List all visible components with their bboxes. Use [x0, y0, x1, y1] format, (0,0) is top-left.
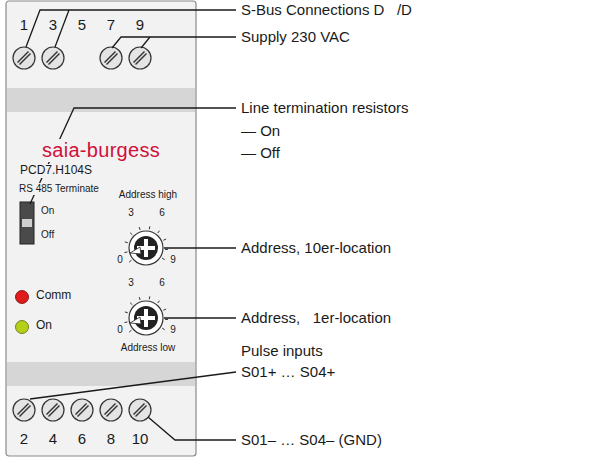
comm-led [16, 291, 29, 304]
dial-tick [149, 226, 151, 229]
terminal-screw [42, 399, 64, 421]
device-label: 3 [48, 16, 58, 33]
leader-line [164, 317, 236, 318]
housing-outline [6, 1, 196, 456]
callout-label: S01+ … S04+ [241, 363, 335, 380]
callout-label: Address, 1er-location [241, 309, 391, 326]
dial-tick [165, 249, 168, 250]
leader-line [148, 417, 236, 440]
leader-line [141, 37, 150, 48]
dial-tick [125, 241, 128, 243]
screw-slot [136, 54, 147, 65]
terminal-screw [13, 47, 35, 69]
leader-lines [26, 10, 236, 440]
dial-pointer [130, 247, 141, 254]
dial-tick [162, 328, 165, 330]
leader-line [30, 372, 236, 399]
device-housing: 1 3 5 7 9 saia-burgessPCD7.H104S RS 485 Termin… [6, 1, 196, 456]
callout-label: Pulse inputs [241, 342, 323, 359]
brand-logo: saia-burgess [41, 139, 161, 162]
device-label: 2 [19, 430, 29, 447]
screw-slot [49, 406, 60, 417]
leader-line [164, 247, 236, 248]
callout-label: — On [241, 122, 280, 139]
terminal-screws [13, 47, 151, 421]
terminal-screw [129, 47, 151, 69]
device-label: 0 [116, 254, 124, 266]
dial-tick [130, 303, 132, 305]
screw-slot [107, 54, 118, 65]
model-name: PCD7.H104S [19, 164, 93, 178]
dial-tick [163, 309, 166, 310]
dial-tick [163, 239, 166, 240]
dial-tick [129, 260, 131, 262]
device-label: 5 [77, 16, 87, 33]
terminal-screw [42, 47, 64, 69]
dial-tick [162, 258, 165, 260]
device-label: 7 [106, 16, 116, 33]
dial-tick [139, 227, 141, 230]
screw-slot [107, 406, 118, 417]
screw-slot [20, 406, 31, 417]
termination-switch [20, 202, 34, 244]
screw-slot [20, 54, 31, 65]
device-label: 9 [169, 324, 177, 336]
device-label: Address low [120, 342, 176, 354]
dial-tick [139, 297, 141, 300]
leader-line [112, 37, 236, 48]
terminal-screw [100, 399, 122, 421]
rotary-switch [129, 301, 163, 335]
device-label: RS 485 Terminate [18, 183, 100, 195]
leader-line [26, 10, 236, 47]
device-label: On [35, 319, 53, 333]
device-label: 3 [127, 207, 135, 219]
dial-tick [130, 233, 132, 235]
dial-tick [125, 311, 128, 313]
housing-band [7, 362, 195, 386]
device-label: 6 [77, 430, 87, 447]
device-label: 6 [158, 277, 166, 289]
dial-tick [149, 296, 151, 299]
dial-tick [124, 321, 127, 323]
dial-tick [158, 301, 160, 303]
terminal-screw [71, 399, 93, 421]
address-dials [124, 226, 167, 335]
device-label: 0 [116, 324, 124, 336]
device-label: 10 [131, 430, 150, 447]
device-label: 4 [48, 430, 58, 447]
screw-slot [78, 406, 89, 417]
dial-tick [165, 319, 168, 320]
callout-label: Line termination resistors [241, 99, 409, 116]
screw-slot [49, 54, 60, 65]
device-label: 9 [135, 16, 145, 33]
dial-tick [129, 330, 131, 332]
device-label: 3 [127, 277, 135, 289]
device-label: 1 [19, 16, 29, 33]
terminal-screw [129, 399, 151, 421]
callout-label: S01– … S04– (GND) [241, 431, 382, 448]
device-label: Comm [35, 289, 72, 303]
device-label: 9 [169, 254, 177, 266]
terminal-screw [100, 47, 122, 69]
callout-label: S-Bus Connections D /D [241, 1, 412, 18]
dial-tick [158, 231, 160, 233]
device-label: 6 [158, 207, 166, 219]
device-label: On [40, 205, 55, 217]
power-led [16, 321, 29, 334]
callout-label: Supply 230 VAC [241, 28, 350, 45]
screw-slot [136, 406, 147, 417]
callout-label: Address, 10er-location [241, 239, 391, 256]
device-label: Off [40, 229, 55, 241]
switch-slider [22, 219, 32, 227]
dial-tick [124, 251, 127, 253]
device-label: Address high [118, 189, 178, 201]
rotary-switch [129, 231, 163, 265]
terminal-screw [13, 399, 35, 421]
callout-label: — Off [241, 144, 280, 161]
dial-pointer [130, 317, 141, 324]
device-label: 8 [106, 430, 116, 447]
